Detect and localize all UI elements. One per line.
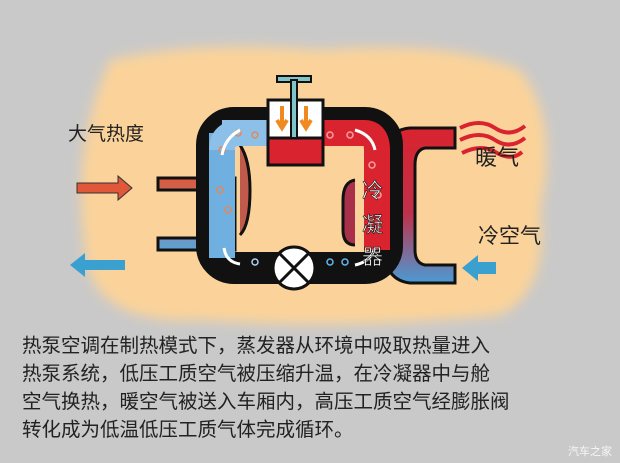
- compressor: [266, 75, 325, 167]
- caption: 热泵空调在制热模式下，蒸发器从环境中吸取热量进入 热泵系统，低压工质空气被压缩升…: [22, 332, 612, 444]
- ambient-heat-label: 大气热度: [68, 123, 144, 145]
- warm-air-label: 暖气: [475, 146, 519, 171]
- svg-text:器: 器: [362, 245, 383, 269]
- watermark: 汽车之家: [568, 445, 612, 458]
- air-out-arrow: [70, 253, 125, 277]
- heat-in-arrow: [76, 174, 133, 202]
- caption-line: 热泵系统，低压工质空气被压缩升温，在冷凝器中与舱: [22, 362, 491, 385]
- caption-line: 热泵空调在制热模式下，蒸发器从环境中吸取热量进入: [22, 334, 491, 357]
- svg-text:凝: 凝: [362, 213, 383, 237]
- expansion-valve: [271, 245, 317, 291]
- cold-air-label: 冷空气: [478, 224, 541, 248]
- warm-air-waves-icon: [459, 121, 527, 159]
- caption-line: 转化成为低温低压工质气体完成循环。: [22, 418, 354, 441]
- caption-line: 空气换热，暖空气被送入车厢内，高压工质空气经膨胀阀: [22, 390, 510, 413]
- condenser-label: 冷 凝 器: [362, 179, 384, 270]
- flow-arrows: [220, 128, 377, 267]
- cold-air-in-arrow: [462, 255, 496, 281]
- svg-text:冷: 冷: [362, 179, 383, 203]
